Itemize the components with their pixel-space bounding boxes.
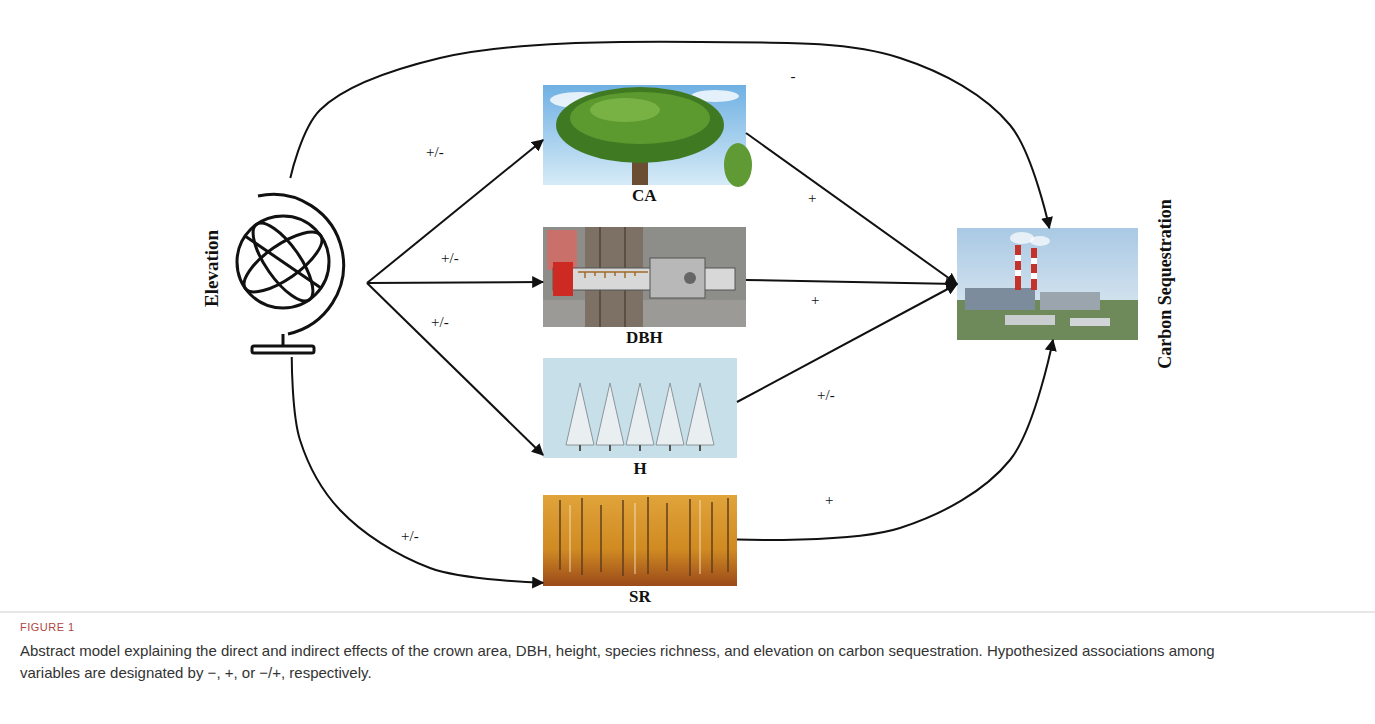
connector-arrow bbox=[367, 140, 543, 283]
trees-photo bbox=[543, 358, 737, 458]
node-label: Elevation bbox=[202, 229, 223, 306]
edge-sign: + bbox=[809, 292, 821, 309]
edge-sign: +/- bbox=[439, 250, 461, 267]
node-label: DBH bbox=[626, 329, 663, 348]
node-label: Carbon Sequestration bbox=[1156, 199, 1176, 369]
connector-arrow bbox=[367, 282, 543, 283]
connector-arrow bbox=[746, 133, 957, 284]
connector-arrow bbox=[290, 42, 1049, 228]
connector-arrow bbox=[737, 340, 1053, 540]
connector-arrow bbox=[737, 284, 957, 402]
edge-sign: +/- bbox=[815, 387, 837, 404]
edge-sign: + bbox=[806, 190, 818, 207]
photo-box: Carbon Sequestration bbox=[957, 228, 1138, 340]
connector-arrow bbox=[292, 357, 543, 583]
globe-icon bbox=[236, 194, 344, 353]
crown-photo bbox=[543, 85, 752, 187]
caption-rule bbox=[0, 612, 1375, 613]
figure-caption: Abstract model explaining the direct and… bbox=[20, 640, 1220, 684]
forest-photo bbox=[543, 495, 737, 586]
connector-arrow bbox=[367, 283, 543, 455]
caliper-photo bbox=[543, 227, 746, 327]
edge-sign: - bbox=[789, 68, 798, 85]
node-label: SR bbox=[629, 588, 651, 607]
edge-sign: +/- bbox=[399, 528, 421, 545]
elevation-node: Elevation bbox=[225, 178, 367, 357]
photo-box: CA bbox=[543, 85, 746, 185]
edge-sign: +/- bbox=[424, 144, 446, 161]
edge-sign: +/- bbox=[429, 314, 451, 331]
photo-box: H bbox=[543, 358, 737, 458]
node-label: H bbox=[634, 460, 647, 479]
power-plant-photo bbox=[957, 228, 1138, 340]
figure-title: FIGURE 1 bbox=[20, 621, 75, 633]
photo-box: SR bbox=[543, 495, 737, 586]
edge-sign: + bbox=[823, 492, 835, 509]
node-label: CA bbox=[632, 187, 657, 206]
connector-arrow bbox=[746, 280, 957, 284]
photo-box: DBH bbox=[543, 227, 746, 327]
